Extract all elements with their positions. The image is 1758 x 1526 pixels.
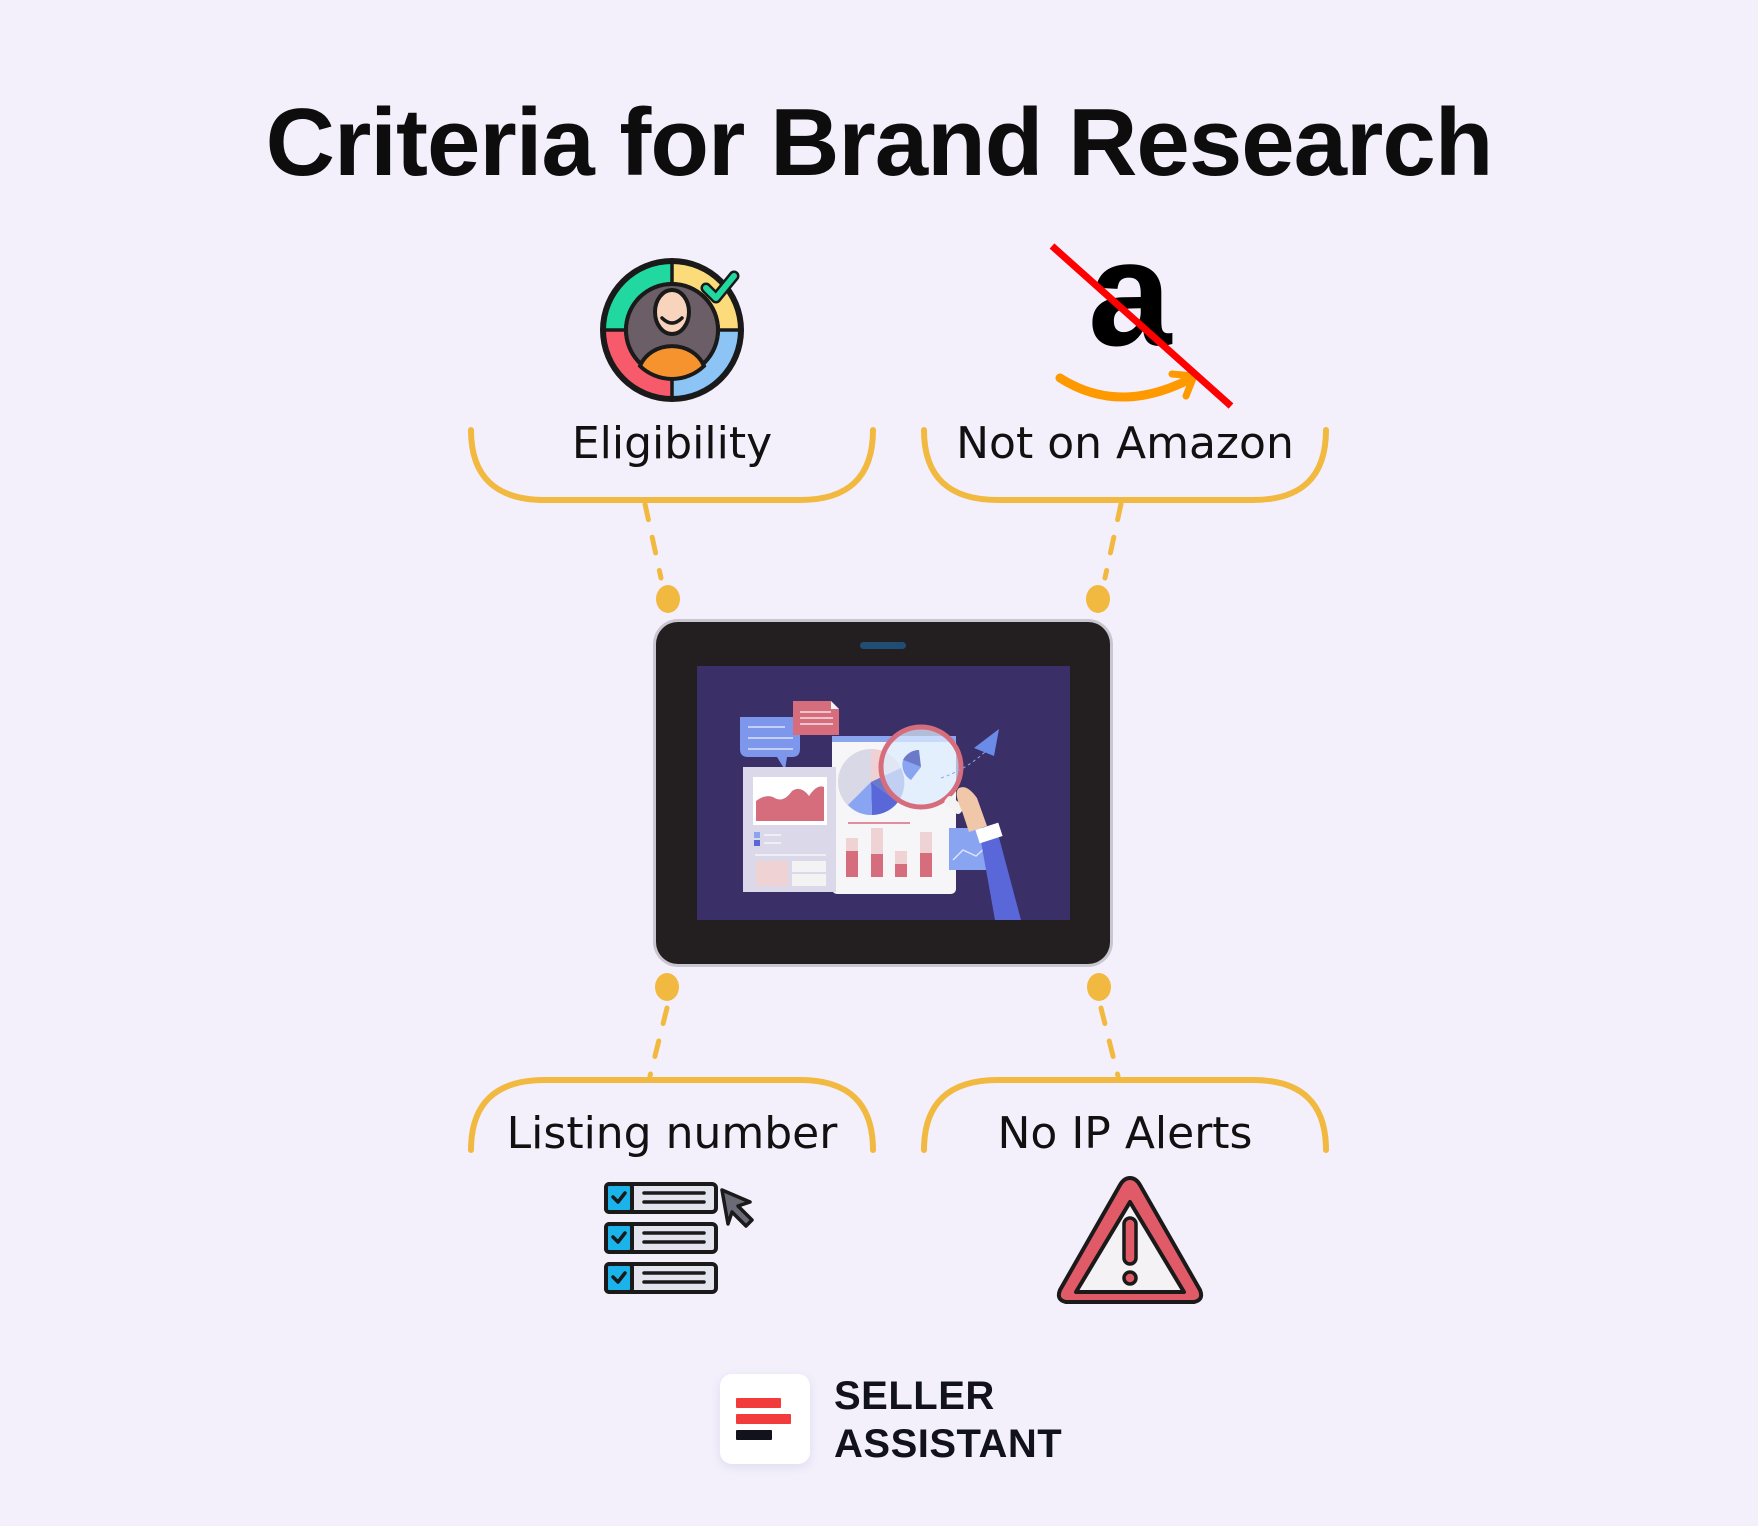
bracket-listing-number [468,1077,876,1153]
criterion-label-listing-number: Listing number [506,1108,838,1159]
criterion-label-not-on-amazon: Not on Amazon [956,418,1294,469]
eligibility-user-check-icon [600,258,744,402]
warning-triangle-icon [1056,1176,1204,1304]
criterion-label-eligibility: Eligibility [571,418,773,469]
logo-bar-middle [736,1414,791,1424]
bracket-eligibility [468,427,876,503]
seller-assistant-logo-icon [720,1374,810,1464]
brand-name-line2: ASSISTANT [834,1422,1063,1466]
amazon-crossed-out-icon: a [1049,240,1234,409]
logo-bar-bottom [736,1430,772,1440]
bracket-no-ip-alerts [921,1077,1329,1153]
page-title: Criteria for Brand Research [265,89,1494,196]
tablet-data-analysis-illustration [656,622,1110,964]
tablet-screen [697,666,1070,920]
bracket-not-on-amazon [921,427,1329,503]
svg-text:a: a [1088,240,1173,377]
criterion-label-no-ip-alerts: No IP Alerts [997,1108,1253,1159]
brand-name-line1: SELLER [834,1374,995,1418]
logo-bar-top [736,1398,781,1408]
tablet-speaker [860,642,906,649]
checklist-cursor-icon [604,1182,754,1294]
